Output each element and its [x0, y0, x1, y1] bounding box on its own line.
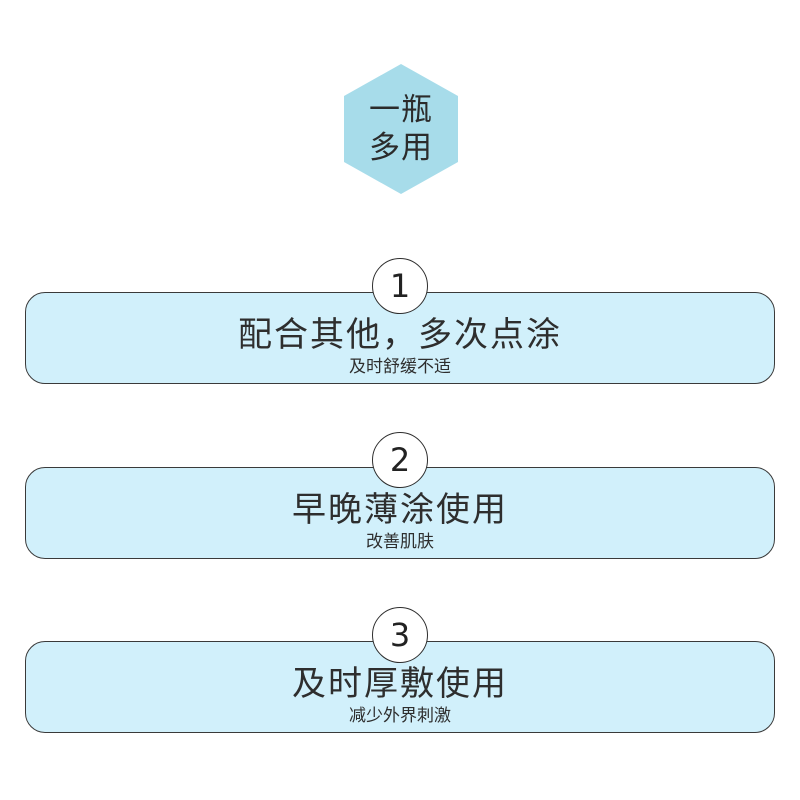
step-number-badge: 2: [372, 432, 428, 488]
hexagon-label-line2: 多用: [369, 130, 433, 166]
step-subtitle: 减少外界刺激: [349, 706, 451, 726]
step-number-badge: 1: [372, 258, 428, 314]
hexagon-label-line1: 一瓶: [369, 92, 433, 128]
step-subtitle: 改善肌肤: [366, 532, 434, 552]
hexagon-badge: 一瓶 多用: [344, 64, 458, 194]
step-number-badge: 3: [372, 607, 428, 663]
step-card-1: 配合其他，多次点涂 及时舒缓不适: [25, 292, 775, 384]
hexagon-label: 一瓶 多用: [344, 64, 458, 194]
step-subtitle: 及时舒缓不适: [349, 357, 451, 377]
step-title: 早晚薄涂使用: [292, 490, 508, 530]
step-title: 及时厚敷使用: [292, 664, 508, 704]
step-title: 配合其他，多次点涂: [238, 315, 562, 355]
hexagon-shape: [344, 64, 458, 194]
